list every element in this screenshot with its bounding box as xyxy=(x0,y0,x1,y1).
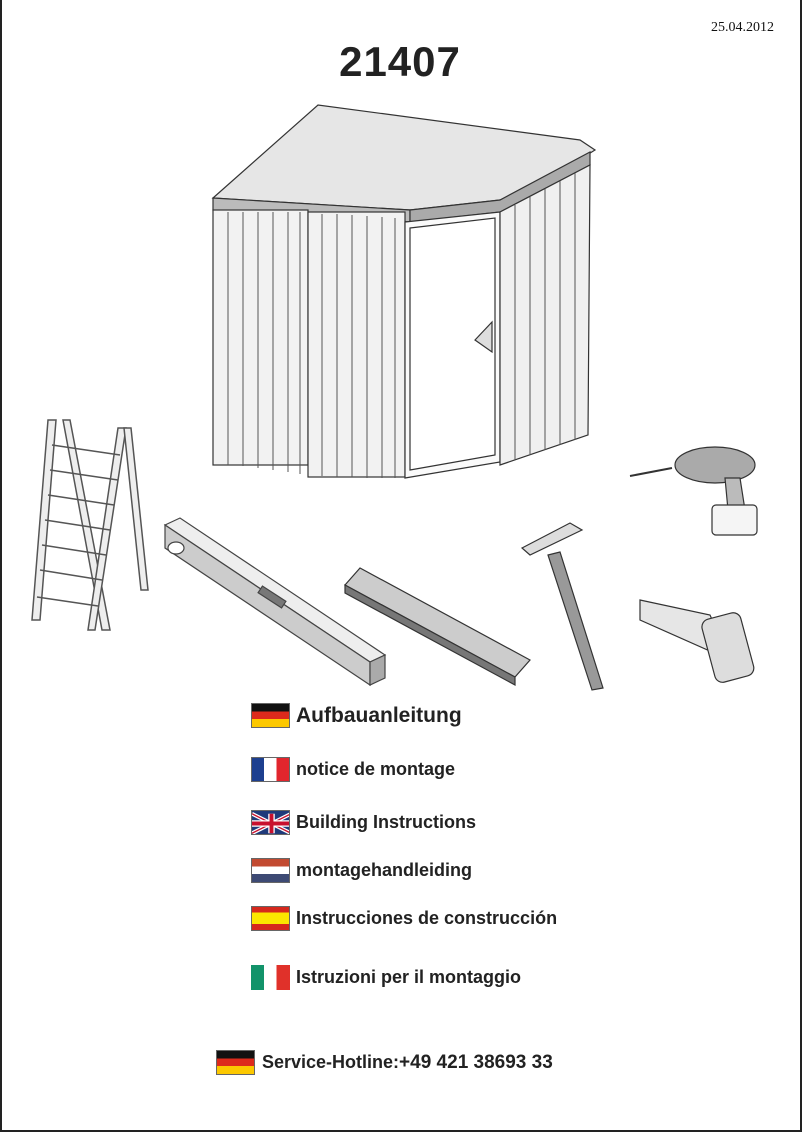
drill-icon xyxy=(629,446,758,536)
language-item-french: notice de montage xyxy=(251,757,455,782)
shed-illustration xyxy=(211,104,597,479)
spirit-level-icon xyxy=(163,517,387,687)
language-item-dutch: montagehandleiding xyxy=(251,858,472,883)
hammer-icon xyxy=(520,522,604,691)
document-date: 25.04.2012 xyxy=(711,20,774,35)
illustration xyxy=(31,104,758,691)
language-item-italian: Istruzioni per il montaggio xyxy=(251,965,521,990)
united-kingdom-flag-icon xyxy=(251,810,290,835)
language-label: Istruzioni per il montaggio xyxy=(296,967,521,987)
germany-flag-icon xyxy=(216,1050,255,1075)
language-item-spanish: Instrucciones de construcción xyxy=(251,906,557,931)
article-number: 21407 xyxy=(339,38,461,85)
spain-flag-icon xyxy=(251,906,290,931)
language-label: Aufbauanleitung xyxy=(296,703,462,727)
folding-rule-icon xyxy=(344,567,531,687)
language-label: notice de montage xyxy=(296,759,456,779)
germany-flag-icon xyxy=(251,703,290,728)
service-hotline: Service-Hotline:+49 421 38693 33 xyxy=(216,1050,553,1075)
ladder-icon xyxy=(31,419,149,631)
hotline-number: +49 421 38693 33 xyxy=(399,1051,553,1073)
language-label: montagehandleiding xyxy=(296,860,473,880)
hotline-label: Service-Hotline: xyxy=(262,1051,400,1072)
saw-icon xyxy=(639,599,755,683)
language-label: Instrucciones de construcción xyxy=(296,908,558,928)
france-flag-icon xyxy=(251,757,290,782)
netherlands-flag-icon xyxy=(251,858,290,883)
language-item-english: Building Instructions xyxy=(251,810,476,835)
italy-flag-icon xyxy=(251,965,290,990)
language-label: Building Instructions xyxy=(296,812,476,832)
language-item-german: Aufbauanleitung xyxy=(251,703,462,728)
